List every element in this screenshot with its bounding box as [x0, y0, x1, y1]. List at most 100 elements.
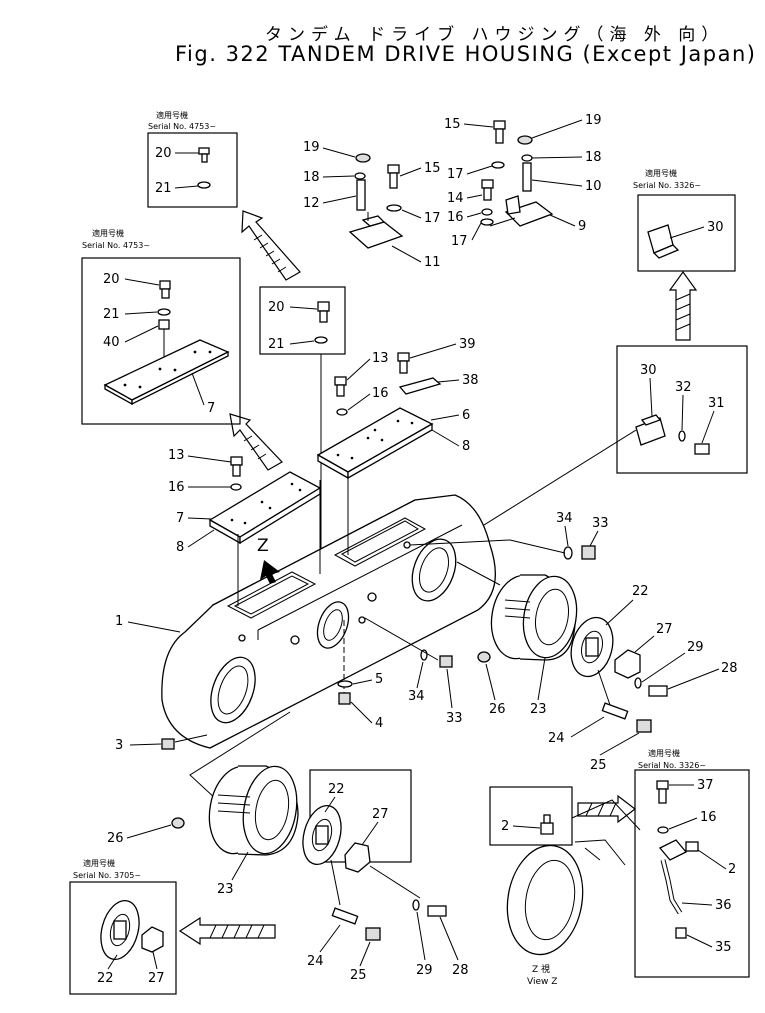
svg-text:適用号機: 適用号機: [83, 858, 115, 868]
callout-8: 8: [462, 439, 470, 454]
callout-15: 15: [444, 117, 461, 132]
callout-27: 27: [372, 807, 389, 822]
callout-24: 24: [548, 731, 565, 746]
callout-22: 22: [97, 971, 114, 986]
bracket-assembly-11: 19 18 12 15 17 11 17: [303, 140, 468, 270]
callout-16: 16: [372, 386, 389, 401]
callout-18: 18: [303, 170, 320, 185]
callout-26: 26: [489, 702, 506, 717]
stud-part: [356, 179, 366, 211]
callout-20: 20: [268, 300, 285, 315]
callout-39: 39: [459, 337, 476, 352]
inset-box-flange-lower: 22 27 24 25 29 28: [302, 769, 469, 983]
callout-13: 13: [372, 351, 389, 366]
callout-18: 18: [585, 150, 602, 165]
serial-box-4753-top: 適用号機 Serial No. 4753~ 20 21: [147, 110, 238, 208]
flange-assembly-right: 22 27 29 28 24 25: [548, 584, 738, 773]
callout-26: 26: [107, 831, 124, 846]
cap-27-part: [614, 649, 641, 679]
svg-text:適用号機: 適用号機: [648, 748, 680, 758]
callout-33: 33: [592, 516, 609, 531]
serial-box-frame: [81, 257, 241, 425]
view-z-label-jp: Z 視: [532, 963, 550, 975]
callout-27: 27: [656, 622, 673, 637]
hub-assembly-lower-left: 26 23: [107, 711, 299, 897]
callout-40: 40: [103, 335, 120, 350]
callout-14: 14: [447, 191, 464, 206]
reference-arrow-up: [668, 270, 698, 341]
callout-19: 19: [585, 113, 602, 128]
housing-body-1: 1 Z: [115, 478, 496, 749]
view-z-detail: 2 Z 視 View Z: [489, 786, 641, 987]
reference-arrow-left: [178, 916, 276, 946]
wing-nut-part: [355, 153, 371, 163]
drum-23-part: [242, 765, 298, 855]
callout-16: 16: [700, 810, 717, 825]
callout-32: 32: [675, 380, 692, 395]
bracket-part: [348, 221, 404, 249]
callout-25: 25: [590, 758, 607, 773]
callout-17: 17: [424, 211, 441, 226]
inset-box-bracket-30: 30 32 31: [459, 345, 748, 541]
grease-fitting-part: [198, 147, 210, 155]
callout-7: 7: [176, 511, 184, 526]
drum-23-part: [522, 575, 578, 659]
callout-23: 23: [217, 882, 234, 897]
plug-assembly-34-33-upper: 34 33: [409, 511, 609, 560]
callout-2: 2: [728, 862, 736, 877]
inset-box-grease-fitting: 20 21: [259, 286, 346, 575]
left-cover-assembly: 13 16 7 8: [168, 448, 322, 555]
washer-part: [197, 181, 211, 189]
callout-27: 27: [148, 971, 165, 986]
callout-30: 30: [640, 363, 657, 378]
callout-11: 11: [424, 255, 441, 270]
callout-3: 3: [115, 738, 123, 753]
drain-plug-3: 3: [115, 734, 208, 753]
callout-35: 35: [715, 940, 732, 955]
plug-assembly-34-33-lower: 34 33: [364, 617, 463, 726]
callout-8: 8: [176, 540, 184, 555]
callout-38: 38: [462, 373, 479, 388]
cap-27-part: [344, 842, 371, 873]
reference-arrow-up-left: [241, 210, 301, 281]
callout-21: 21: [268, 337, 285, 352]
upper-cover-assembly: 13 39 38 16 6 8: [316, 337, 479, 480]
callout-21: 21: [155, 181, 172, 196]
title-japanese: タンデム ドライブ ハウジング（海 外 向）: [265, 25, 725, 45]
callout-13: 13: [168, 448, 185, 463]
page-title: Fig. 322 TANDEM DRIVE HOUSING (Except Ja…: [175, 42, 757, 66]
callout-29: 29: [416, 963, 433, 978]
callout-17: 17: [447, 167, 464, 182]
callout-1: 1: [115, 614, 123, 629]
svg-text:Serial No. 3705~: Serial No. 3705~: [73, 871, 141, 880]
callout-9: 9: [578, 219, 586, 234]
view-z-arrow: [260, 560, 280, 584]
callout-37: 37: [697, 778, 714, 793]
callout-2: 2: [501, 819, 509, 834]
callout-36: 36: [715, 898, 732, 913]
callout-17: 17: [451, 234, 468, 249]
callout-33: 33: [446, 711, 463, 726]
callout-12: 12: [303, 196, 320, 211]
callout-28: 28: [452, 963, 469, 978]
callout-34: 34: [408, 689, 425, 704]
plate-38-part: [398, 377, 442, 395]
svg-text:Serial No. 3326~: Serial No. 3326~: [633, 181, 701, 190]
reference-arrow-right: [577, 794, 636, 824]
cover-plate-part: [103, 339, 230, 401]
reference-arrow-down-left: [229, 413, 283, 471]
wing-nut-part: [517, 135, 533, 145]
callout-20: 20: [155, 146, 172, 161]
view-z-label: View Z: [527, 977, 557, 987]
callout-10: 10: [585, 179, 602, 194]
serial-box-3326-lower: 適用号機 Serial No. 3326~ 37 16 2 36 35: [634, 748, 750, 978]
serial-box-frame: [147, 132, 238, 208]
callout-16: 16: [447, 210, 464, 225]
callout-7: 7: [207, 401, 215, 416]
hub-assembly-right: 26 23: [456, 561, 578, 717]
callout-28: 28: [721, 661, 738, 676]
callout-34: 34: [556, 511, 573, 526]
svg-text:適用号機: 適用号機: [645, 168, 677, 178]
callout-15: 15: [424, 161, 441, 176]
